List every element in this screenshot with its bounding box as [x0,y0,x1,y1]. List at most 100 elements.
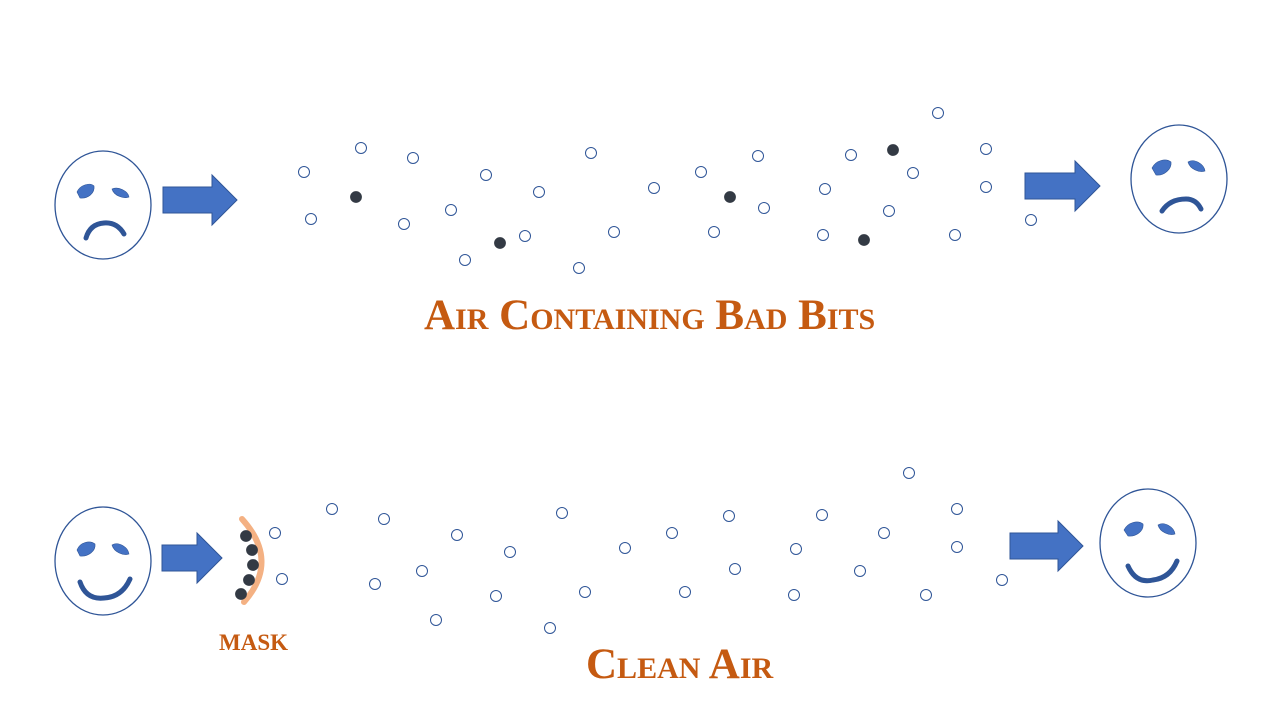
bad-particle [724,191,736,203]
clean-air-particle [845,149,857,161]
bad-particle [494,237,506,249]
top-row [54,107,1228,274]
bad-particle [350,191,362,203]
frown-mouth [1159,196,1204,214]
clean-air-particle [980,181,992,193]
bad-particle [858,234,870,246]
mask [235,516,265,605]
clean-air-particle [369,578,381,590]
trapped-bad-particle [246,544,258,556]
clean-air-particle [619,542,631,554]
clean-air-particle [729,563,741,575]
clean-air-particle [459,254,471,266]
air-with-bad-bits-title: Air Containing Bad Bits [424,292,876,339]
clean-air-particle [980,143,992,155]
trapped-bad-particle [243,574,255,586]
clean-air-particle [480,169,492,181]
clean-air-title: Clean Air [586,641,774,688]
clean-air-particle [932,107,944,119]
trapped-bad-particle [247,559,259,571]
left-eye [76,541,96,557]
right-eye [1187,160,1206,172]
clean-air-particle [326,503,338,515]
smile-mouth [1125,558,1180,584]
clean-air-particle [996,574,1008,586]
trapped-bad-particle [240,530,252,542]
happy-face-right [1099,488,1197,598]
clean-air-particle [817,229,829,241]
clean-air-particle [504,546,516,558]
clean-air-particle [490,590,502,602]
clean-air-particle [398,218,410,230]
clean-air-particle [533,186,545,198]
top-particles [298,107,1037,274]
arrow-bottom-right [1009,519,1084,573]
clean-air-particle [708,226,720,238]
mask-shield [239,516,265,605]
clean-air-particle [816,509,828,521]
clean-air-particle [907,167,919,179]
clean-air-particle [445,204,457,216]
clean-air-particle [790,543,802,555]
clean-air-particle [920,589,932,601]
right-eye [111,187,130,198]
mask-label: MASK [219,630,288,655]
clean-air-particle [951,503,963,515]
mask-trapped-particles [235,530,259,600]
clean-air-particle [903,467,915,479]
arrow-bottom-left [161,531,223,585]
clean-air-particle [407,152,419,164]
clean-air-particle [298,166,310,178]
clean-air-particle [679,586,691,598]
clean-air-particle [854,565,866,577]
trapped-bad-particle [235,588,247,600]
clean-air-particle [878,527,890,539]
clean-air-particle [585,147,597,159]
clean-air-particle [416,565,428,577]
clean-air-particle [556,507,568,519]
clean-air-particle [695,166,707,178]
clean-air-particle [355,142,367,154]
bottom-row [54,467,1197,634]
clean-air-particle [608,226,620,238]
sad-face-right [1130,124,1228,234]
face-outline [1130,124,1228,234]
smile-mouth [77,576,133,601]
clean-air-particle [276,573,288,585]
clean-air-particle [723,510,735,522]
clean-air-particle [951,541,963,553]
frown-mouth [83,220,127,241]
clean-air-particle [648,182,660,194]
clean-air-particle [430,614,442,626]
left-eye [76,183,95,199]
arrow-top-left [162,173,238,227]
clean-air-particle [666,527,678,539]
clean-air-particle [819,183,831,195]
clean-air-particle [949,229,961,241]
sad-face-left [54,150,152,260]
face-outline [1099,488,1197,598]
face-outline [54,150,152,260]
bad-particle [887,144,899,156]
clean-air-particle [579,586,591,598]
clean-air-particle [1025,214,1037,226]
clean-air-particle [519,230,531,242]
clean-air-particle [305,213,317,225]
clean-air-particle [378,513,390,525]
arrow-top-right [1024,159,1101,213]
clean-air-particle [451,529,463,541]
right-eye [1157,523,1176,535]
right-eye [111,543,130,555]
happy-face-left [54,506,152,616]
left-eye [1123,521,1144,537]
clean-air-particle [758,202,770,214]
clean-air-particle [752,150,764,162]
clean-air-particle [269,527,281,539]
left-eye [1151,159,1172,176]
clean-air-particle [883,205,895,217]
clean-air-particle [788,589,800,601]
bottom-particles [269,467,1008,634]
clean-air-particle [573,262,585,274]
